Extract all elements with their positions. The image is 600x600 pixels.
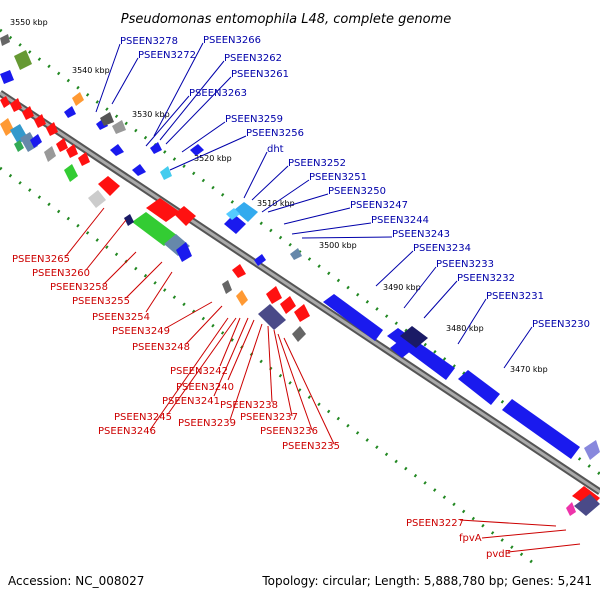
gene-label: PSEEN3278 — [120, 36, 178, 47]
gene-label: PSEEN3258 — [50, 282, 108, 293]
gene-label: PSEEN3243 — [392, 229, 450, 240]
gene-label: PSEEN3254 — [92, 312, 150, 323]
gene-label: PSEEN3251 — [309, 172, 367, 183]
gene-label: PSEEN3234 — [413, 243, 471, 254]
gene-label: PSEEN3230 — [532, 319, 590, 330]
gene-label: PSEEN3265 — [12, 254, 70, 265]
reverse-gene-labels: PSEEN3265 PSEEN3260 PSEEN3258 PSEEN3255 … — [12, 207, 581, 560]
gene-label: PSEEN3245 — [114, 412, 172, 423]
scale-label: 3470 kbp — [510, 365, 548, 374]
gene-label: PSEEN3259 — [225, 114, 283, 125]
gene-label: PSEEN3247 — [350, 200, 408, 211]
gene-label: PSEEN3244 — [371, 215, 429, 226]
gene-label: pvdE — [486, 549, 511, 560]
gene-label: PSEEN3240 — [176, 382, 234, 393]
gene-label: PSEEN3272 — [138, 50, 196, 61]
forward-genes — [0, 34, 600, 460]
scale-label: 3540 kbp — [72, 66, 110, 75]
gene-label: PSEEN3252 — [288, 158, 346, 169]
forward-gene-labels: PSEEN3278 PSEEN3266 PSEEN3272 PSEEN3262 … — [95, 35, 590, 369]
gene-label: PSEEN3256 — [246, 128, 304, 139]
gene-label: PSEEN3232 — [457, 273, 515, 284]
gene-label: PSEEN3255 — [72, 296, 130, 307]
gene-label: PSEEN3248 — [132, 342, 190, 353]
scale-labels: 3550 kbp 3540 kbp 3530 kbp 3520 kbp 3510… — [10, 18, 548, 374]
accession-text: Accession: NC_008027 — [8, 574, 144, 588]
scale-label: 3480 kbp — [446, 324, 484, 333]
scale-label: 3510 kbp — [257, 199, 295, 208]
gene-label: PSEEN3241 — [162, 396, 220, 407]
scale-label: 3520 kbp — [194, 154, 232, 163]
gene-label: PSEEN3263 — [189, 88, 247, 99]
scale-label: 3530 kbp — [132, 110, 170, 119]
gene-label: PSEEN3242 — [170, 366, 228, 377]
reverse-genes — [0, 96, 600, 516]
gene-label: PSEEN3250 — [328, 186, 386, 197]
genome-backbone — [0, 90, 600, 495]
scale-label: 3490 kbp — [383, 283, 421, 292]
gene-label: PSEEN3231 — [486, 291, 544, 302]
gene-label: PSEEN3237 — [240, 412, 298, 423]
gene-label: dht — [267, 144, 284, 155]
gene-label: PSEEN3239 — [178, 418, 236, 429]
gene-label: PSEEN3246 — [98, 426, 156, 437]
gene-label: PSEEN3233 — [436, 259, 494, 270]
gene-label: PSEEN3238 — [220, 400, 278, 411]
scale-label: 3550 kbp — [10, 18, 48, 27]
map-title: Pseudomonas entomophila L48, complete ge… — [121, 12, 452, 27]
gene-label: PSEEN3266 — [203, 35, 261, 46]
scale-label: 3500 kbp — [319, 241, 357, 250]
gene-label: PSEEN3261 — [231, 69, 289, 80]
gene-label: PSEEN3249 — [112, 326, 170, 337]
gene-label: PSEEN3236 — [260, 426, 318, 437]
gene-label: PSEEN3227 — [406, 518, 464, 529]
gene-label: fpvA — [459, 533, 482, 544]
gene-label: PSEEN3260 — [32, 268, 90, 279]
topology-text: Topology: circular; Length: 5,888,780 bp… — [261, 574, 592, 588]
gene-label: PSEEN3262 — [224, 53, 282, 64]
gene-label: PSEEN3235 — [282, 441, 340, 452]
